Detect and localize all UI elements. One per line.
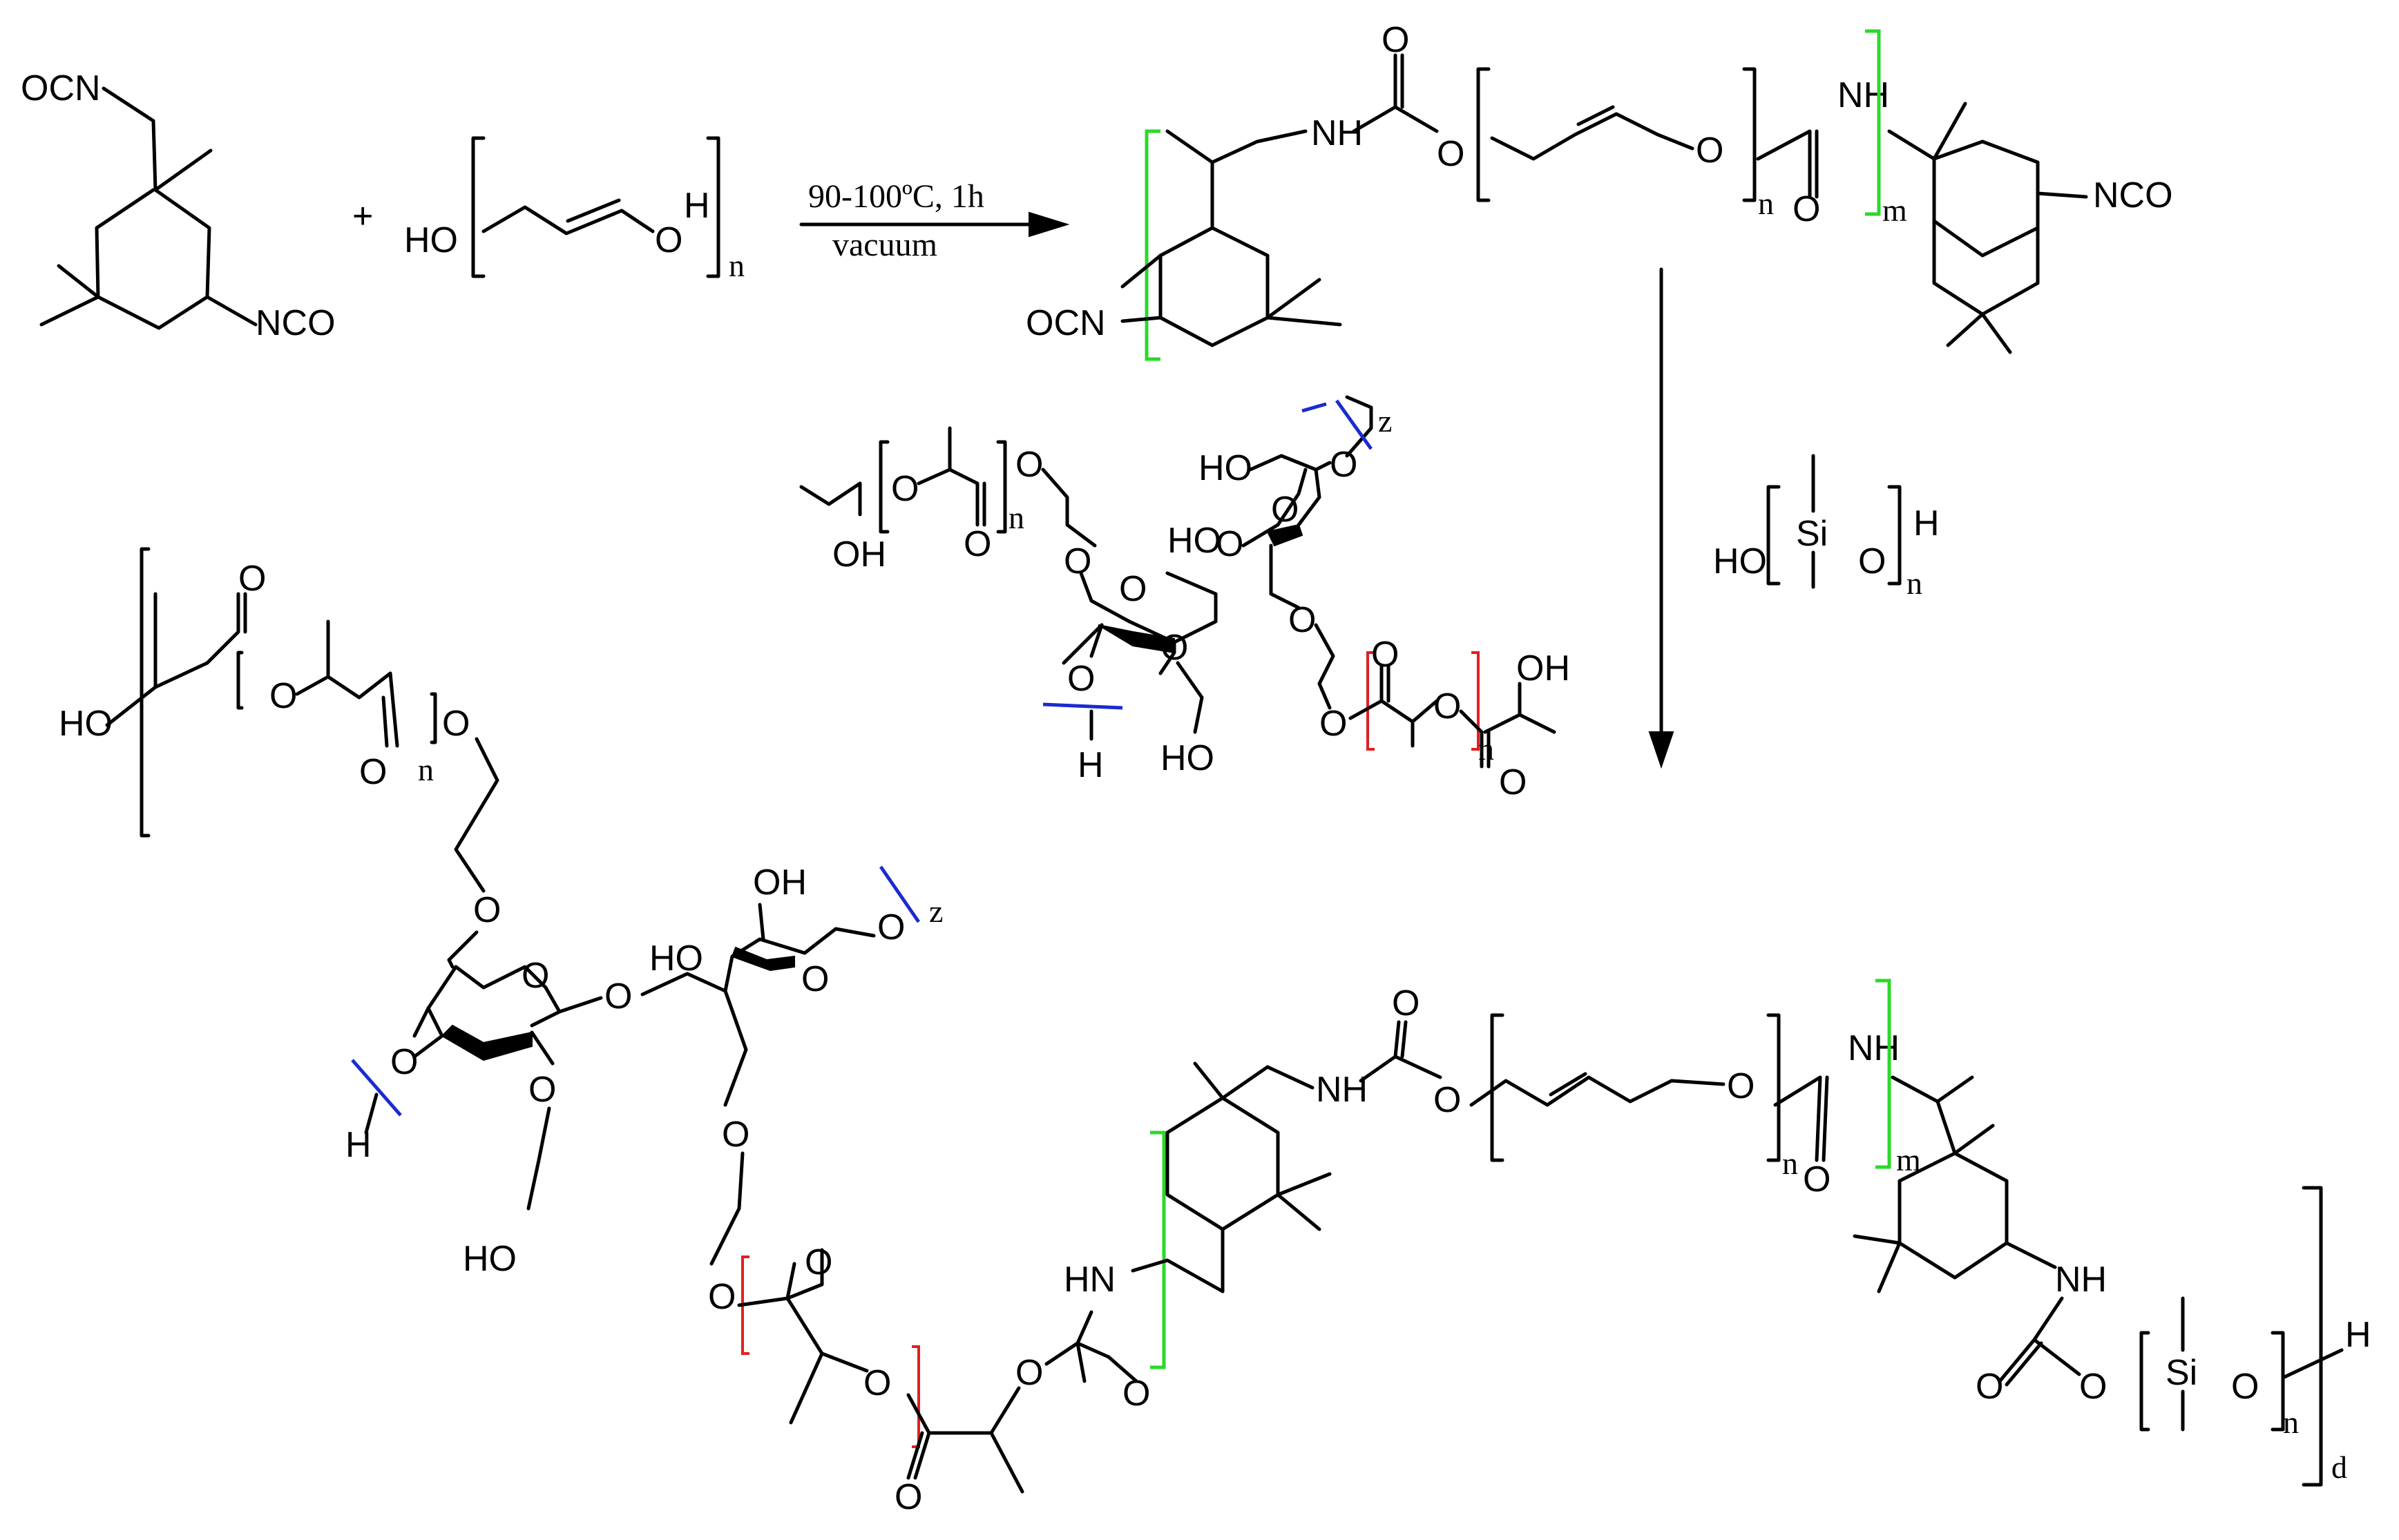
oh-label: OH <box>1516 648 1570 689</box>
o-label: O <box>1437 134 1464 174</box>
z-subscript: z <box>929 894 943 929</box>
o-label: O <box>1976 1367 2003 1407</box>
o-label: O <box>2231 1367 2259 1407</box>
ocn-label: OCN <box>1026 303 1106 343</box>
n-subscript: n <box>1906 566 1922 601</box>
o-label: O <box>390 1042 418 1082</box>
o-label: O <box>805 1242 832 1282</box>
ho-label: HO <box>1713 541 1767 581</box>
o-label: O <box>863 1363 891 1403</box>
o-label: O <box>1499 762 1527 802</box>
final-product: HO O O O n O O O O H O HO O HO <box>59 547 2371 1517</box>
h-label: H <box>2345 1315 2371 1355</box>
m-subscript: m <box>1882 193 1907 228</box>
o-label: O <box>1433 1080 1461 1120</box>
ho-label: HO <box>404 220 458 260</box>
nh-label: NH <box>1316 1070 1368 1110</box>
ho-label: HO <box>1167 521 1221 561</box>
n-subscript: n <box>1782 1146 1798 1181</box>
o-label: O <box>964 524 991 564</box>
conditions-top: 90-100ºC, 1h <box>808 178 984 215</box>
o-label: O <box>1015 445 1043 485</box>
o-label: O <box>1319 704 1347 744</box>
h-label: H <box>1078 745 1104 785</box>
polybutenediol-molecule: HO O H n <box>404 136 745 283</box>
o-label: O <box>1696 131 1723 171</box>
o-label: O <box>1216 524 1243 564</box>
o-label: O <box>1015 1353 1043 1393</box>
o-label: O <box>801 959 829 999</box>
o-label: O <box>877 907 905 947</box>
o-label: O <box>1064 541 1091 581</box>
o-label: O <box>269 676 297 716</box>
conditions-bottom: vacuum <box>832 227 937 263</box>
o-label: O <box>473 890 501 930</box>
d-subscript: d <box>2331 1450 2347 1485</box>
o-label: O <box>1727 1066 1755 1106</box>
ho-label: HO <box>59 704 113 744</box>
si-label: Si <box>1796 514 1828 554</box>
o-label: O <box>1067 659 1095 699</box>
o-label: O <box>1433 686 1461 726</box>
o-label: O <box>655 220 682 260</box>
h-label: H <box>684 186 710 226</box>
o-label: O <box>1392 983 1420 1023</box>
ho-label: HO <box>1198 448 1252 488</box>
o-label: O <box>895 1477 922 1517</box>
o-label: O <box>1793 189 1820 229</box>
o-label: O <box>522 956 549 996</box>
siloxane-molecule: HO Si O H n <box>1713 454 1940 601</box>
o-label: O <box>1371 635 1399 675</box>
o-label: O <box>722 1115 749 1155</box>
hn-label: HN <box>1064 1260 1116 1300</box>
cellulose-pla-intermediate: OH O O n O O O O H O HO O HO HO O O <box>799 395 1570 802</box>
vertical-arrow <box>1648 267 1674 769</box>
si-label: Si <box>2166 1353 2197 1393</box>
o-label: O <box>891 469 919 509</box>
o-label: O <box>1858 541 1886 581</box>
ocn-label: OCN <box>21 68 101 108</box>
n-subscript: n <box>2283 1405 2299 1440</box>
plus-sign: + <box>352 196 373 236</box>
z-subscript: z <box>1378 403 1392 439</box>
n-subscript: n <box>729 248 745 283</box>
nh-label: NH <box>1848 1028 1900 1068</box>
n-subscript: n <box>418 752 434 787</box>
n-subscript: n <box>1758 186 1774 221</box>
o-label: O <box>1160 628 1188 668</box>
ho-label: HO <box>649 939 703 979</box>
prepolymer-molecule: NH O O OCN O n O NH m NCO <box>1026 20 2173 361</box>
o-label: O <box>1288 600 1316 640</box>
h-label: H <box>1913 503 1940 543</box>
o-label: O <box>528 1070 556 1110</box>
reaction-arrow: 90-100ºC, 1h vacuum <box>799 178 1070 263</box>
ho-label: HO <box>463 1239 517 1279</box>
nco-label: NCO <box>2093 175 2173 215</box>
o-label: O <box>442 704 470 744</box>
h-label: H <box>345 1125 372 1165</box>
ho-label: HO <box>1160 738 1214 778</box>
o-label: O <box>1271 490 1299 530</box>
nh-label: NH <box>2055 1260 2107 1300</box>
oh-label: OH <box>753 863 807 903</box>
o-label: O <box>1122 1374 1150 1414</box>
ipdi-molecule: OCN NCO <box>21 68 336 343</box>
nh-label: NH <box>1837 75 1889 115</box>
o-label: O <box>1382 20 1409 60</box>
o-label: O <box>708 1277 736 1317</box>
nco-label: NCO <box>256 303 336 343</box>
o-label: O <box>1119 569 1147 609</box>
oh-label: OH <box>832 535 886 575</box>
o-label: O <box>1803 1159 1831 1200</box>
o-label: O <box>359 752 387 792</box>
nh-label: NH <box>1311 113 1363 153</box>
n-subscript: n <box>1009 500 1024 535</box>
o-label: O <box>2079 1367 2107 1407</box>
o-label: O <box>238 559 266 599</box>
o-label: O <box>604 976 632 1017</box>
